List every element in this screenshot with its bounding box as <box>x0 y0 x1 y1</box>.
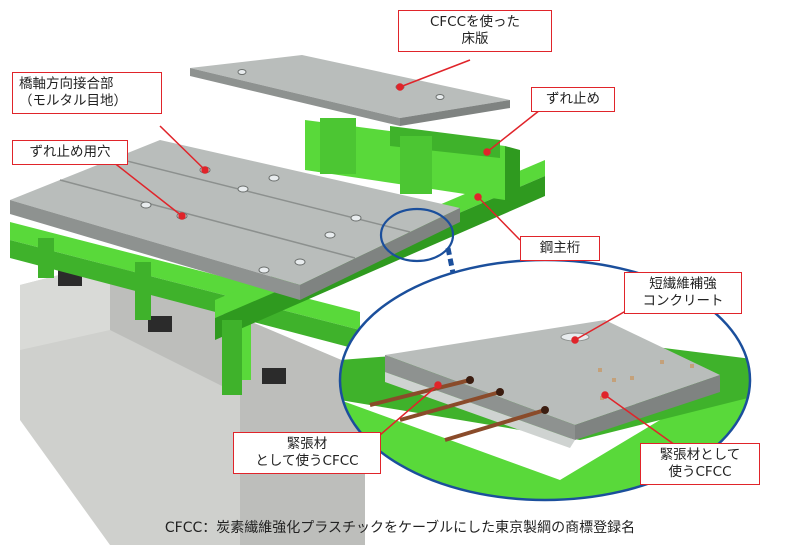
label-fiber-concrete: 短繊維補強 コンクリート <box>624 272 742 314</box>
concrete-pier <box>20 262 365 545</box>
deck-slabs <box>10 140 460 300</box>
label-steel-girder: 鋼主桁 <box>520 236 600 261</box>
label-zure-hole: ずれ止め用穴 <box>12 140 128 165</box>
label-tendon-right: 緊張材として 使うCFCC <box>640 443 760 485</box>
label-cfcc-slab: CFCCを使った 床版 <box>398 10 552 52</box>
label-zure-dome: ずれ止め <box>531 87 615 112</box>
label-joint: 橋軸方向接合部 （モルタル目地） <box>12 72 162 114</box>
label-tendon-left: 緊張材 として使うCFCC <box>233 432 381 474</box>
caption: CFCC：炭素繊維強化プラスチックをケーブルにした東京製綱の商標登録名 <box>164 520 636 536</box>
floating-cfcc-slab <box>190 55 510 126</box>
